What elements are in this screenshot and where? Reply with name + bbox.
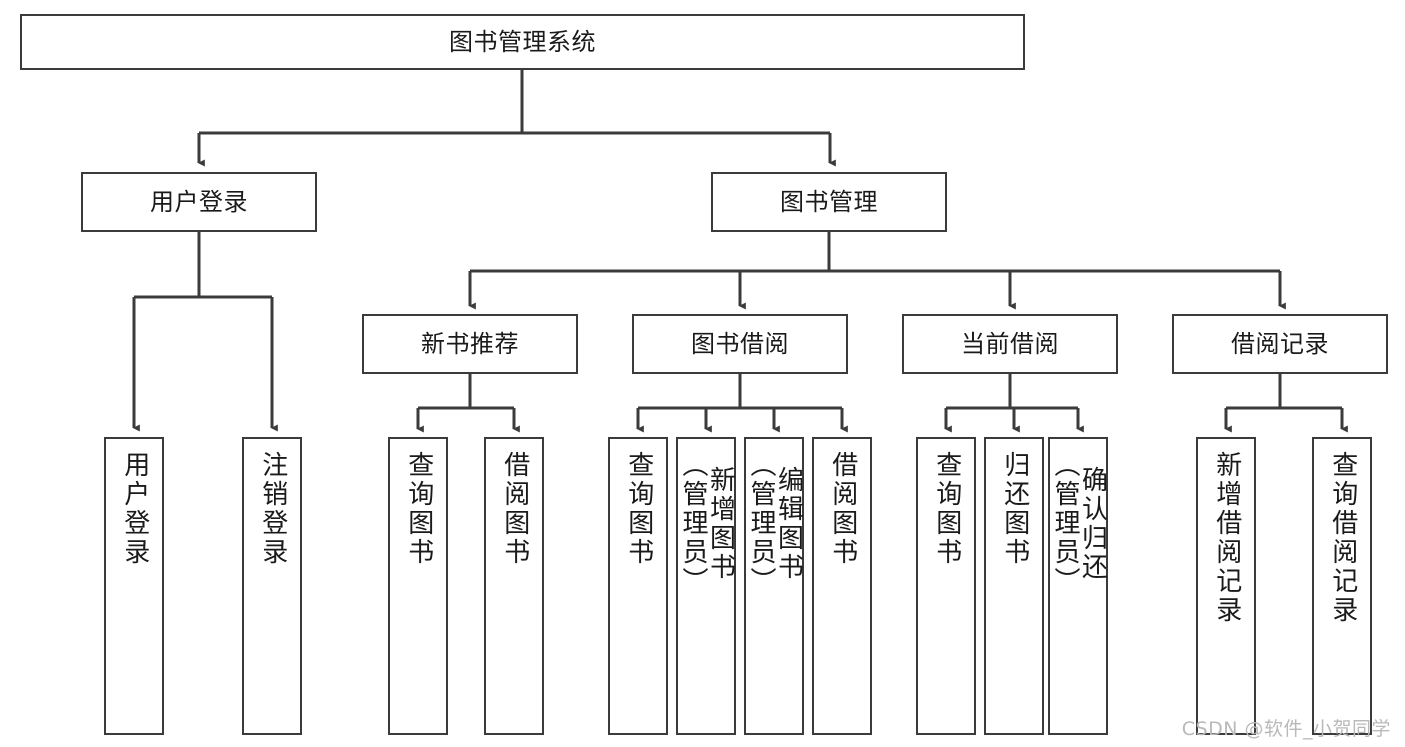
node-label: 借阅记录: [1231, 329, 1329, 358]
node-book-borrow: 图书借阅: [632, 314, 848, 374]
node-leaf-edit-book: 编辑图书 （管理员）: [744, 437, 804, 735]
node-label: 编辑图书 （管理员）: [746, 451, 804, 596]
node-leaf-borrow-book-1: 借阅图书: [484, 437, 544, 735]
node-leaf-query-book-1: 查询图书: [388, 437, 448, 735]
node-label: 借阅图书: [499, 451, 530, 567]
node-label: 新增图书 （管理员）: [678, 451, 736, 596]
node-book-manage: 图书管理: [711, 172, 947, 232]
node-leaf-add-record: 新增借阅记录: [1196, 437, 1256, 735]
node-leaf-logout: 注销登录: [242, 437, 302, 735]
node-leaf-add-book: 新增图书 （管理员）: [676, 437, 736, 735]
node-label: 新增借阅记录: [1211, 451, 1242, 625]
node-current-borrow: 当前借阅: [902, 314, 1118, 374]
node-new-book-recommend: 新书推荐: [362, 314, 578, 374]
node-label: 查询借阅记录: [1327, 451, 1358, 625]
node-label: 查询图书: [403, 451, 434, 567]
node-label: 查询图书: [623, 451, 654, 567]
node-label: 确认归还 （管理员）: [1050, 451, 1108, 596]
node-root: 图书管理系统: [20, 14, 1025, 70]
node-label: 归还图书: [999, 451, 1030, 567]
node-borrow-record: 借阅记录: [1172, 314, 1388, 374]
node-leaf-query-book-2: 查询图书: [608, 437, 668, 735]
node-leaf-borrow-book-2: 借阅图书: [812, 437, 872, 735]
node-label: 图书管理系统: [449, 27, 596, 56]
csdn-watermark: CSDN @软件_小贺同学: [1181, 718, 1391, 740]
node-leaf-query-record: 查询借阅记录: [1312, 437, 1372, 735]
node-label: 图书借阅: [691, 329, 789, 358]
node-leaf-confirm-return: 确认归还 （管理员）: [1048, 437, 1108, 735]
node-label: 用户登录: [150, 187, 248, 216]
node-leaf-return-book: 归还图书: [984, 437, 1044, 735]
node-label: 新书推荐: [421, 329, 519, 358]
node-label: 图书管理: [780, 187, 878, 216]
node-label: 借阅图书: [827, 451, 858, 567]
node-leaf-user-login: 用户登录: [104, 437, 164, 735]
node-label: 用户登录: [119, 451, 150, 567]
node-label: 查询图书: [931, 451, 962, 567]
node-leaf-query-book-3: 查询图书: [916, 437, 976, 735]
node-label: 当前借阅: [961, 329, 1059, 358]
node-label: 注销登录: [257, 451, 288, 567]
node-user-login: 用户登录: [81, 172, 317, 232]
